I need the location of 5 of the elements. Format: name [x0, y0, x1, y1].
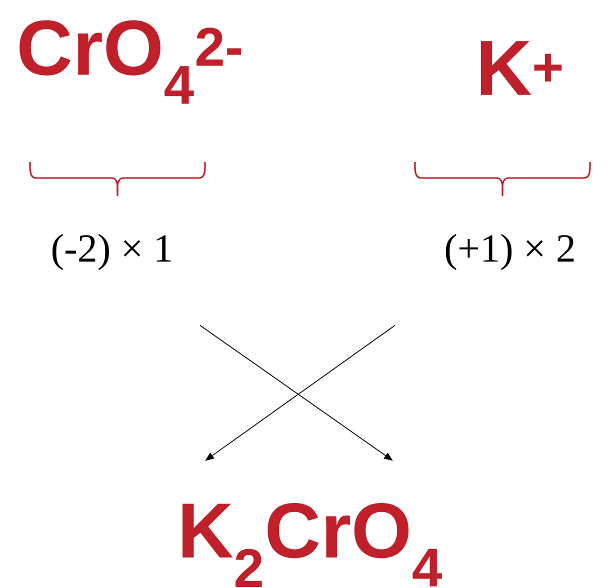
formula-text: K$_{2}$CrO$_{4}$	[182, 502, 442, 587]
formula-text: K$^{+}$	[480, 41, 562, 95]
charge-text: (-2) × 1	[52, 234, 171, 270]
formula-text: CrO$_{4}$2-	[20, 20, 241, 104]
charge-text: (+1) × 2	[446, 234, 574, 270]
